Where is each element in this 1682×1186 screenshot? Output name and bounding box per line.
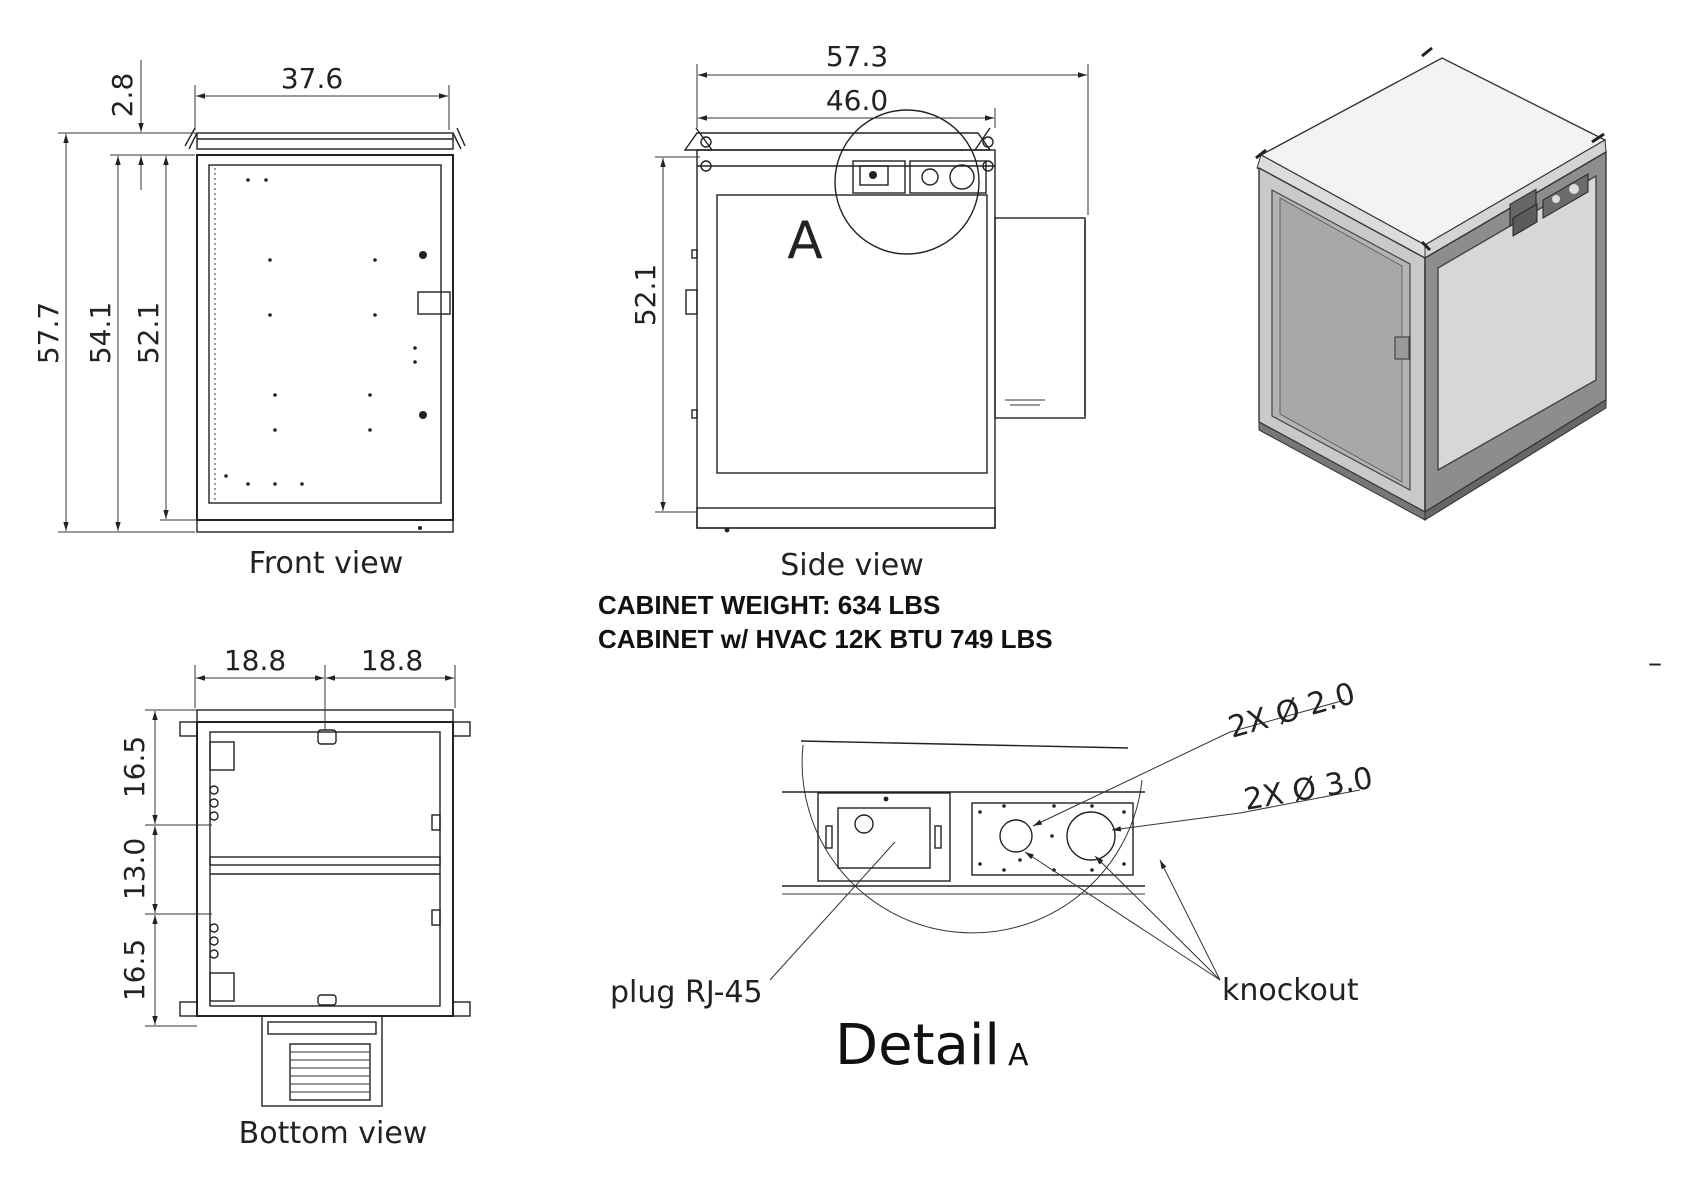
cabinet-weight: CABINET WEIGHT: 634 LBS — [598, 590, 941, 620]
front-view: 37.6 2.8 57.7 54.1 52.1 Front view — [32, 60, 466, 581]
isometric-view — [1255, 46, 1607, 521]
side-view-caption: Side view — [780, 548, 924, 583]
front-dim-height-mid: 54.1 — [84, 302, 117, 364]
bottom-dim-left-half: 18.8 — [224, 644, 286, 677]
front-dim-height-inner: 52.1 — [132, 302, 165, 364]
margin-mark: – — [1648, 646, 1662, 679]
front-view-caption: Front view — [249, 546, 404, 581]
detail-marker: A — [1008, 1038, 1029, 1073]
detail-callout-small-holes: 2X Ø 2.0 — [1225, 676, 1360, 745]
front-dim-total-height: 57.7 — [32, 302, 65, 364]
detail-a: 2X Ø 2.0 2X Ø 3.0 plug RJ-45 knockout De… — [610, 676, 1375, 1078]
bottom-dim-right-half: 18.8 — [361, 644, 423, 677]
side-dim-body-width: 46.0 — [826, 84, 888, 117]
detail-label-plug: plug RJ-45 — [610, 975, 763, 1010]
side-dim-overall-width: 57.3 — [826, 40, 888, 73]
bottom-view-caption: Bottom view — [239, 1116, 428, 1151]
front-dim-top: 2.8 — [106, 73, 139, 118]
bottom-dim-section-mid: 13.0 — [118, 838, 151, 900]
cabinet-hvac-weight: CABINET w/ HVAC 12K BTU 749 LBS — [598, 624, 1053, 654]
detail-callout-large-holes: 2X Ø 3.0 — [1241, 761, 1375, 818]
bottom-view: 18.8 18.8 16.5 13.0 16.5 Bottom view — [118, 644, 471, 1151]
side-dim-height: 52.1 — [629, 264, 662, 326]
detail-title: Detail — [835, 1013, 1000, 1078]
bottom-dim-section-top: 16.5 — [118, 736, 151, 798]
bottom-dim-section-bottom: 16.5 — [118, 939, 151, 1001]
front-dim-width: 37.6 — [281, 62, 343, 95]
detail-label-knockout: knockout — [1222, 973, 1359, 1008]
side-view: A 57.3 46.0 52.1 Side view — [629, 40, 1089, 583]
side-detail-marker: A — [787, 211, 823, 271]
